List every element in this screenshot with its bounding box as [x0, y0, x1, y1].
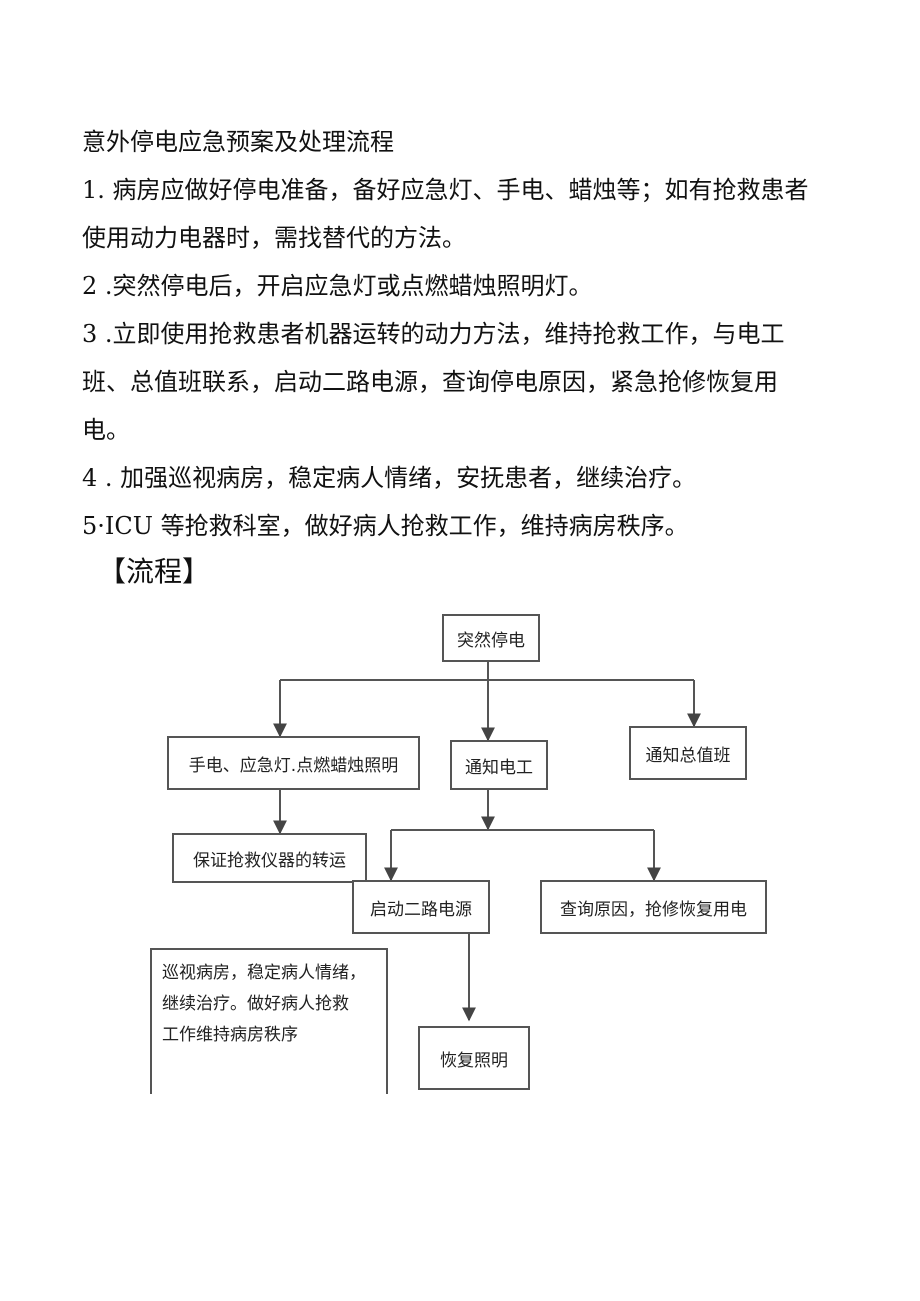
- paragraph-1-line-1: 1. 病房应做好停电准备，备好应急灯、手电、蜡烛等；如有抢救患者: [82, 176, 809, 204]
- node-notify-electrician: 通知电工: [450, 740, 548, 790]
- paragraph-2: 2 .突然停电后，开启应急灯或点燃蜡烛照明灯。: [82, 262, 842, 310]
- node-start-second-power: 启动二路电源: [352, 880, 490, 934]
- paragraph-5: 5·ICU 等抢救科室，做好病人抢救工作，维持病房秩序。: [82, 502, 842, 550]
- paragraph-4-line-1: 4 . 加强巡视病房，稳定病人情绪，安抚患者，继续治疗。: [82, 464, 697, 492]
- paragraph-3-line-3: 电。: [82, 416, 130, 444]
- paragraph-1: 1. 病房应做好停电准备，备好应急灯、手电、蜡烛等；如有抢救患者 使用动力电器时…: [82, 166, 842, 262]
- paragraph-3-line-2: 班、总值班联系，启动二路电源，查询停电原因，紧急抢修恢复用: [82, 368, 778, 396]
- patrol-note-line-1: 巡视病房，稳定病人情绪，: [162, 963, 366, 983]
- node-ensure-equipment: 保证抢救仪器的转运: [172, 833, 367, 883]
- flow-heading: 【流程】: [98, 555, 211, 588]
- node-restore-lighting: 恢复照明: [418, 1026, 530, 1090]
- paragraph-5-line-1: 5·ICU 等抢救科室，做好病人抢救工作，维持病房秩序。: [82, 512, 689, 540]
- patrol-note-line-2: 继续治疗。做好病人抢救: [162, 994, 349, 1014]
- paragraph-4: 4 . 加强巡视病房，稳定病人情绪，安抚患者，继续治疗。: [82, 454, 842, 502]
- node-flashlight-lighting: 手电、应急灯.点燃蜡烛照明: [167, 736, 420, 790]
- node-notify-duty: 通知总值班: [629, 726, 747, 780]
- patrol-note-line-3: 工作维持病房秩序: [162, 1025, 298, 1045]
- node-patrol-note: 巡视病房，稳定病人情绪， 继续治疗。做好病人抢救 工作维持病房秩序: [150, 948, 388, 1094]
- node-check-cause: 查询原因，抢修恢复用电: [540, 880, 767, 934]
- document-title: 意外停电应急预案及处理流程: [82, 128, 394, 156]
- node-sudden-outage: 突然停电: [442, 614, 540, 662]
- paragraph-2-line-1: 2 .突然停电后，开启应急灯或点燃蜡烛照明灯。: [82, 272, 593, 300]
- paragraph-3-line-1: 3 .立即使用抢救患者机器运转的动力方法，维持抢救工作，与电工: [82, 320, 785, 348]
- paragraph-3: 3 .立即使用抢救患者机器运转的动力方法，维持抢救工作，与电工 班、总值班联系，…: [82, 310, 842, 454]
- paragraph-1-line-2: 使用动力电器时，需找替代的方法。: [82, 224, 466, 252]
